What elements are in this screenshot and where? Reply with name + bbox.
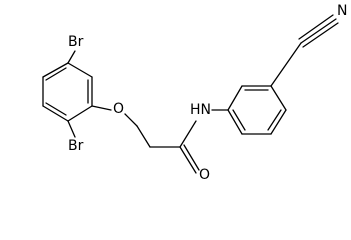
dibromophenyl-ring — [42, 62, 93, 122]
bond-carbonyl-double-1 — [179, 146, 197, 174]
bond-ch2-cc — [136, 125, 151, 148]
bond-c-br-bottom — [67, 120, 76, 138]
bond-c-o-ether — [91, 105, 112, 111]
bond-c-br-top — [67, 50, 76, 64]
bond-carbonyl-n — [179, 120, 197, 148]
atom-o-carbonyl: O — [199, 167, 210, 183]
atom-o-ether: O — [113, 101, 124, 117]
bond-ring-cn — [270, 42, 302, 87]
cyanophenyl-ring — [227, 85, 287, 135]
bond-carbonyl-double-2 — [183, 144, 200, 171]
molecule-structure: Br Br O O HN N — [42, 3, 347, 183]
atom-n-nitrile: N — [337, 3, 347, 19]
bond-o-ch2 — [124, 113, 138, 127]
atom-br-top: Br — [68, 34, 84, 50]
atom-nh: HN — [190, 102, 211, 118]
atom-br-bottom: Br — [68, 138, 84, 154]
bond-nitrile-2 — [298, 14, 334, 40]
bond-nitrile-3 — [302, 22, 339, 48]
bond-nitrile-1 — [300, 18, 337, 44]
